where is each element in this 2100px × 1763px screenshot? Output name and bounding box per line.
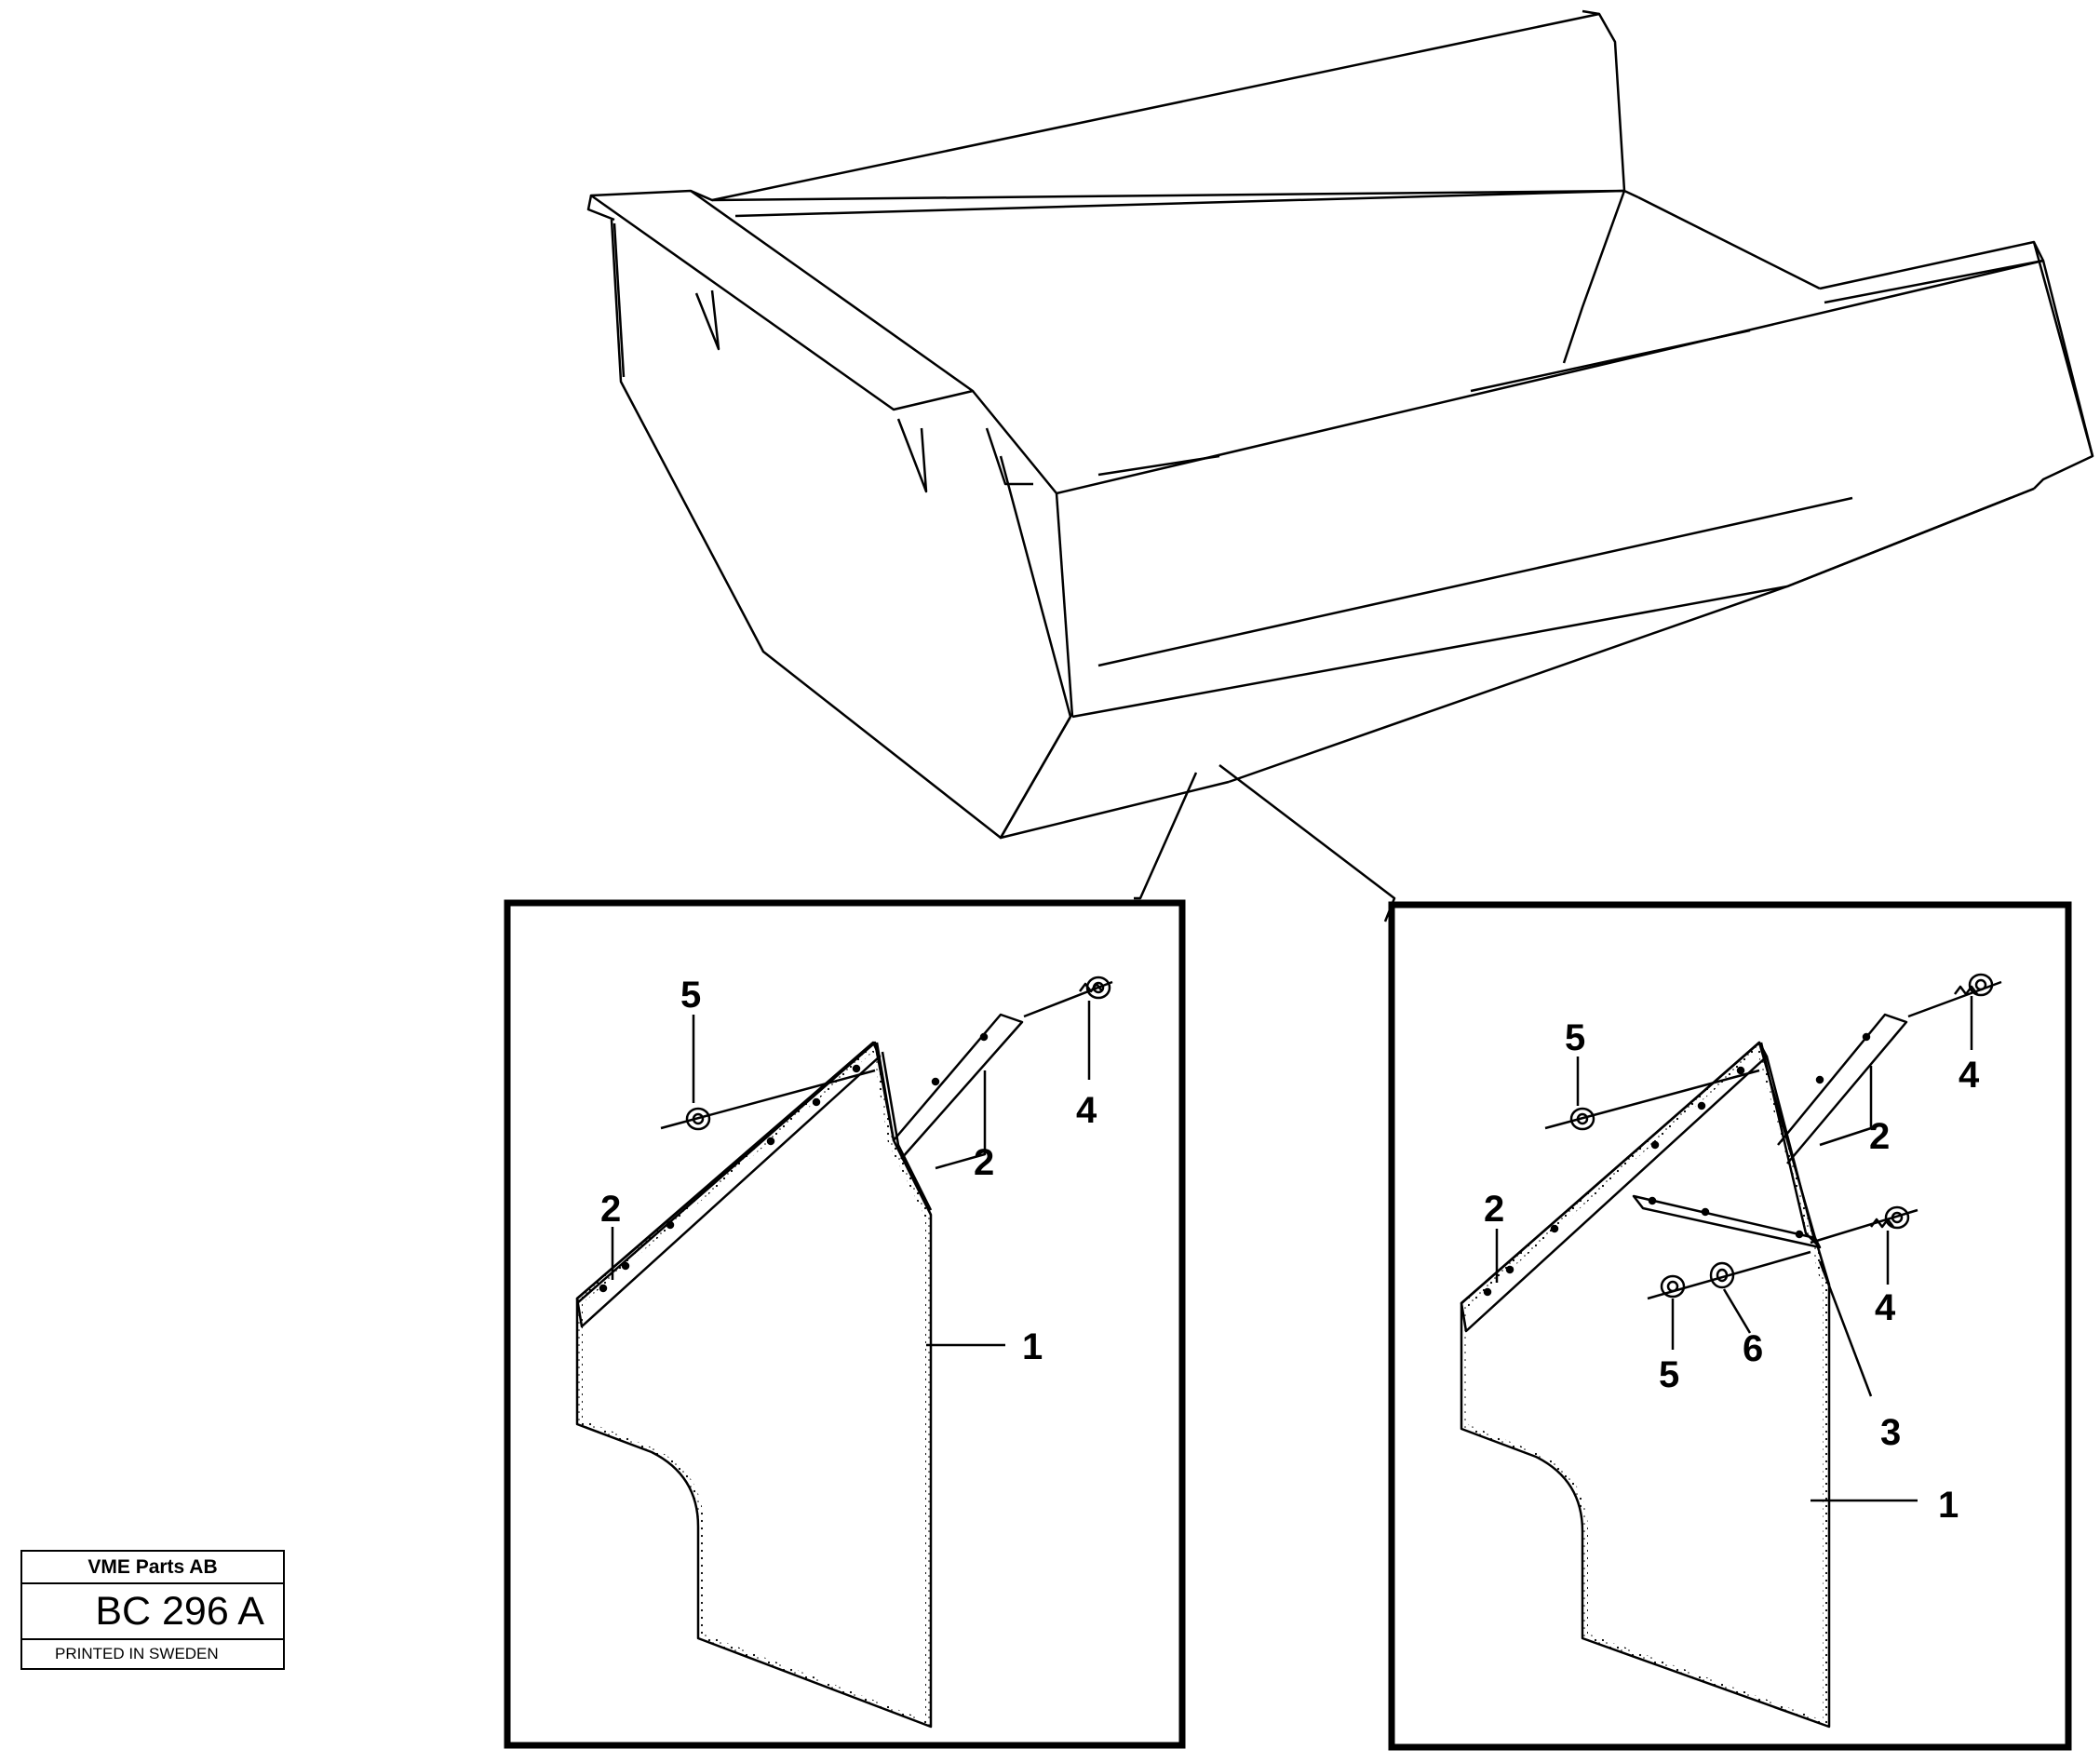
printed-note: PRINTED IN SWEDEN xyxy=(55,1645,219,1662)
callout-right-3: 3 xyxy=(1880,1412,1901,1453)
callout-right-1: 1 xyxy=(1938,1485,1959,1526)
callout-right-2-lower: 2 xyxy=(1484,1189,1504,1230)
drawing-code: BC 296 A xyxy=(22,1584,283,1640)
callout-right-5-upper: 5 xyxy=(1565,1017,1585,1058)
callout-left-2-upper: 2 xyxy=(974,1142,994,1183)
callout-right-6: 6 xyxy=(1743,1328,1763,1369)
callout-right-5-lower: 5 xyxy=(1659,1354,1679,1395)
detail-box-right: 5 4 2 2 4 5 6 3 1 xyxy=(1388,901,2072,1751)
callout-right-4-lower: 4 xyxy=(1875,1287,1896,1328)
title-block: VME Parts AB BC 296 A PRINTED IN SWEDEN xyxy=(20,1550,285,1670)
detail-box-left: 5 4 2 2 1 xyxy=(504,899,1186,1749)
callout-left-1: 1 xyxy=(1022,1326,1043,1367)
mud-flap-left xyxy=(575,976,1113,1729)
callout-right-4-upper: 4 xyxy=(1959,1055,1980,1096)
callout-right-2-upper: 2 xyxy=(1869,1116,1890,1157)
callout-left-5: 5 xyxy=(680,975,701,1016)
callout-left-4: 4 xyxy=(1076,1090,1097,1131)
callout-left-2-lower: 2 xyxy=(600,1189,621,1230)
dump-body-illustration xyxy=(586,9,2094,922)
mud-flap-right xyxy=(1460,973,2002,1729)
company-name: VME Parts AB xyxy=(22,1552,283,1584)
